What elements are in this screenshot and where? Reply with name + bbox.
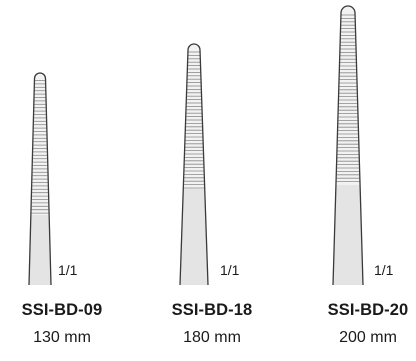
- product-code: SSI-BD-18: [171, 301, 253, 319]
- scale-label: 1/1: [58, 262, 78, 278]
- scale-label: 1/1: [374, 262, 394, 278]
- product-code: SSI-BD-20: [327, 301, 409, 319]
- product-length: 130 mm: [33, 329, 91, 346]
- instrument-drawing-ssi-bd-20: [332, 5, 364, 286]
- instrument-shaft: [29, 215, 51, 285]
- product-code: SSI-BD-09: [21, 301, 103, 319]
- instrument-drawing-ssi-bd-18: [179, 43, 209, 286]
- product-length: 180 mm: [183, 329, 241, 346]
- instrument-outline: [332, 5, 364, 286]
- instrument-tip: [335, 6, 361, 185]
- instrument-drawing-ssi-bd-09: [28, 72, 52, 286]
- instrument-outline: [179, 43, 209, 286]
- instrument-shaft: [180, 189, 208, 285]
- scale-label: 1/1: [220, 262, 240, 278]
- instrument-shaft: [333, 185, 363, 285]
- instrument-outline: [28, 72, 52, 286]
- product-length: 200 mm: [339, 329, 397, 346]
